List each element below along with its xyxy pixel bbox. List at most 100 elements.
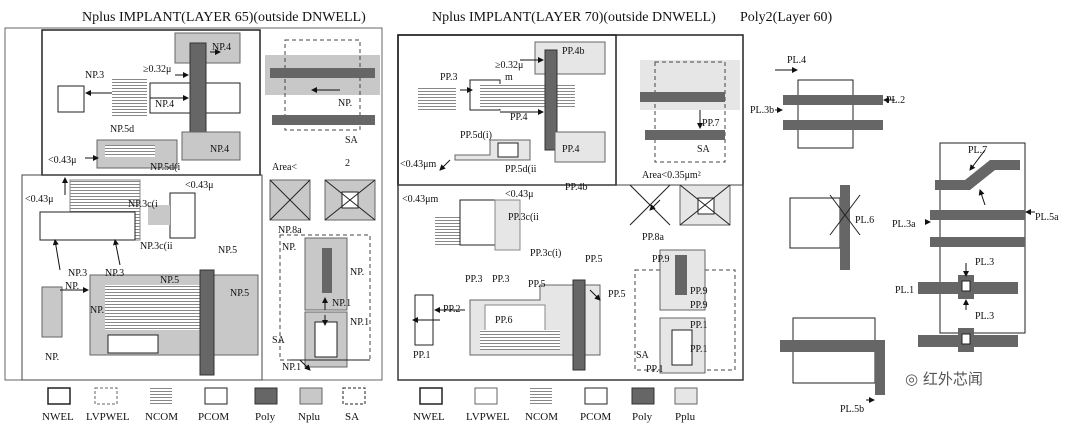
left-label: NP. [338,98,352,109]
middle-label: <0.43μ [505,189,534,200]
right-label: PL.4 [787,55,806,66]
left-label: NP.5 [218,245,237,256]
left-label: NP.1 [350,317,369,328]
left-label: NP.1 [282,362,301,373]
left-label: NP.4 [155,99,174,110]
left-label: NP.3 [105,268,124,279]
middle-label: PP.4b [562,46,585,57]
left-label: NP.5d(i [150,162,181,173]
watermark-text: 红外芯闻 [922,370,983,388]
left-label: NP. [90,305,104,316]
middle-label: ≥0.32μ [495,60,523,71]
middle-label: <0.43μm [400,159,437,170]
right-panel-labels: PL.4 PL.3b PL.2 PL.7 PL.6 PL.3a PL.5a PL… [750,55,1059,415]
middle-label: PP.3 [440,72,458,83]
left-label: NP.3c(i [128,199,158,210]
legend-left: NWEL LVPWEL NCOM PCOM Poly Nplu SA [42,387,366,423]
legend-left-label: Nplu [298,411,321,423]
legend-middle: NWEL LVPWEL NCOM PCOM Poly Pplu [413,387,698,423]
middle-label: PP.5d(i) [460,130,492,141]
right-label: PL.3 [975,311,994,322]
right-label: PL.6 [855,215,874,226]
left-label: NP. [45,352,59,363]
left-panel-arrows [52,49,340,371]
left-label: NP.4 [212,42,231,53]
left-label: NP.3 [68,268,87,279]
middle-label: PP.9 [690,300,708,311]
right-label: PL.5a [1035,212,1059,223]
left-label: NP.5d [110,124,134,135]
left-label: <0.43μ [185,180,214,191]
middle-label: SA [697,144,711,155]
middle-label: PP.1 [646,364,664,375]
right-label: PL.3a [892,219,916,230]
legend-left-label: LVPWEL [86,411,130,423]
left-label: Area< [272,162,297,173]
left-label: NP.5 [160,275,179,286]
legend-left-label: PCOM [198,411,229,423]
left-label: 2 [345,158,350,169]
right-panel-shapes [780,79,1026,395]
watermark: ◎ 红外芯闻 [905,368,983,389]
middle-label: PP.3 [492,274,510,285]
middle-label: PP.3c(ii [508,212,539,223]
right-label: PL.1 [895,285,914,296]
left-label: NP.3c(ii [140,241,173,252]
middle-label: PP.1 [690,320,708,331]
title-left: Nplus IMPLANT(LAYER 65)(outside DNWELL) [82,10,366,25]
legend-middle-label: LVPWEL [466,411,510,423]
middle-label: <0.43μm [402,194,439,205]
left-label: <0.43μ [48,155,77,166]
left-label: SA [345,135,359,146]
middle-label: PP.5 [528,279,546,290]
title-right: Poly2(Layer 60) [740,10,833,25]
left-panel-shapes [4,27,383,381]
left-label: NP.4 [210,144,229,155]
legend-left-label: NWEL [42,411,74,423]
middle-label: PP.5d(ii [505,164,537,175]
right-panel-arrows [775,67,1035,403]
left-label: NP. [350,267,364,278]
middle-label: PP.1 [413,350,431,361]
right-label: PL.3b [750,105,774,116]
middle-label: PP.5 [585,254,603,265]
middle-label: PP.1 [690,344,708,355]
middle-label: PP.6 [495,315,513,326]
middle-label: SA [636,350,650,361]
middle-label: m [505,72,513,83]
left-panel-labels: NP.4 ≥0.32μ NP.3 NP.4 NP.5d NP.4 <0.43μ … [25,42,369,373]
legend-middle-label: Pplu [675,411,696,423]
middle-label: PP.4b [565,182,588,193]
wechat-icon: ◎ [905,370,923,388]
title-middle: Nplus IMPLANT(LAYER 70)(outside DNWELL) [432,10,716,25]
right-label: PL.5b [840,404,864,415]
left-label: ≥0.32μ [143,64,171,75]
middle-label: PP.2 [443,304,461,315]
legend-middle-label: NCOM [525,411,558,423]
middle-panel-arrows [412,57,703,323]
middle-label: PP.8a [642,232,665,243]
left-label: NP. [65,281,79,292]
middle-label: PP.9 [690,286,708,297]
middle-label: PP.7 [702,118,720,129]
left-label: NP.8a [278,225,302,236]
middle-panel-labels: PP.4b ≥0.32μ m PP.3 PP.4 PP.5d(i) PP.4 P… [400,46,720,375]
left-label: SA [272,335,286,346]
legend-left-label: NCOM [145,411,178,423]
legend-middle-label: NWEL [413,411,445,423]
middle-panel-shapes [397,34,744,381]
middle-label: Area<0.35μm² [642,170,701,181]
legend-left-label: SA [345,411,359,423]
right-label: PL.7 [968,145,987,156]
left-label: NP.1 [332,298,351,309]
legend-middle-label: Poly [632,411,653,423]
middle-label: PP.4 [510,112,528,123]
left-label: NP.3 [85,70,104,81]
legend-left-label: Poly [255,411,276,423]
middle-label: PP.4 [562,144,580,155]
right-label: PL.3 [975,257,994,268]
right-label: PL.2 [886,95,905,106]
legend-middle-label: PCOM [580,411,611,423]
